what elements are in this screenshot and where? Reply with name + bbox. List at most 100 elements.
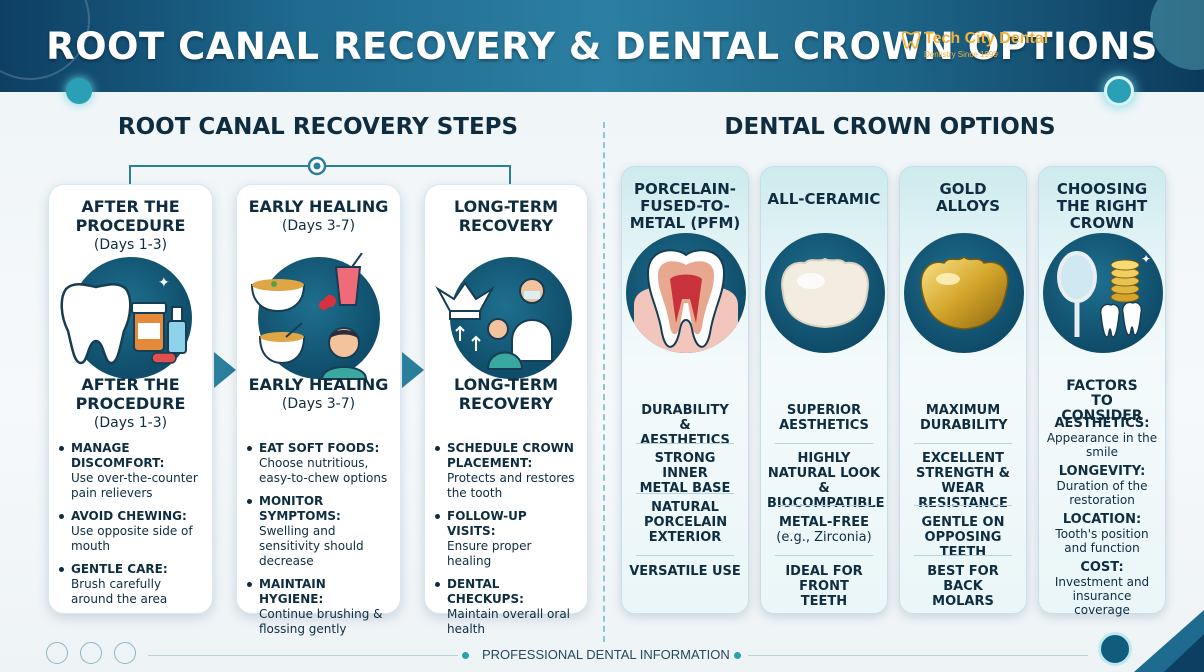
card-heading: AFTER THE PROCEDURE: [75, 197, 186, 235]
crown-card-gold: GOLD ALLOYS MAXIMUM DURABILITY EXCELLENT…: [899, 166, 1027, 614]
svg-text:✦: ✦: [1141, 252, 1151, 266]
card-subheading: AFTER THE PROCEDURE: [75, 375, 186, 413]
footer-corner-circle: [1098, 632, 1132, 666]
feature-divider: [636, 555, 734, 556]
step-arrow: [402, 352, 424, 388]
feature-divider: [914, 505, 1012, 506]
header-dot-left: [66, 78, 92, 104]
footer-dot: [734, 652, 741, 659]
crown-feature: SUPERIOR AESTHETICS: [779, 403, 869, 433]
footer-rule: [148, 655, 458, 656]
crown-feature-note: (e.g., Zirconia): [776, 530, 872, 545]
recovery-list: EAT SOFT FOODS:Choose nutritious, easy-t…: [247, 441, 392, 645]
feature-divider: [775, 505, 873, 506]
step-arrow: [214, 352, 236, 388]
clinic-logo: Tech City Dental Dentistry Since 1999: [902, 30, 1048, 59]
tooth-icon: [60, 283, 131, 365]
timeline-connector: [129, 156, 511, 188]
crown-feature: EXCELLENT STRENGTH & WEAR RESISTANCE: [915, 451, 1011, 511]
svg-text:✦: ✦: [158, 274, 170, 290]
corner-decoration: [1134, 610, 1204, 672]
choosing-illustration: ✦: [1043, 233, 1163, 353]
procedure-illustration: ✦: [60, 257, 192, 379]
crown-feature: VERSATILE USE: [629, 564, 741, 579]
factor-item: COST:Investment and insurance coverage: [1054, 560, 1150, 618]
page-title: ROOT CANAL RECOVERY & DENTAL CROWN OPTIO…: [46, 24, 1158, 68]
card-heading: EARLY HEALING: [248, 197, 389, 216]
factors-title: FACTORS TO CONSIDER: [1061, 378, 1143, 424]
crown-feature-title: METAL-FREE: [778, 515, 870, 530]
card-subdays: (Days 1-3): [93, 415, 168, 431]
card-subdays: (Days 3-7): [281, 396, 356, 412]
list-item: MAINTAIN HYGIENE:Continue brushing & flo…: [247, 577, 392, 637]
crowns-section-title: DENTAL CROWN OPTIONS: [724, 114, 1056, 140]
header-decoration: [0, 0, 90, 80]
footer-icon: [114, 642, 136, 664]
feature-divider: [775, 555, 873, 556]
footer-dot: [462, 652, 469, 659]
crown-icon: [435, 281, 495, 312]
coins-icon: [1110, 259, 1140, 303]
list-item: GENTLE CARE:Brush carefully around the a…: [59, 562, 204, 607]
list-item: DENTAL CHECKUPS:Maintain overall oral he…: [435, 577, 579, 637]
crown-feature: METAL-FREE (e.g., Zirconia): [761, 515, 887, 545]
card-heading: LONG-TERM RECOVERY: [453, 197, 559, 235]
healing-illustration: [250, 253, 380, 380]
list-item: AVOID CHEWING:Use opposite side of mouth: [59, 509, 204, 554]
gold-crown-illustration: [904, 233, 1024, 353]
crown-feature: GENTLE ON OPPOSING TEETH: [921, 515, 1005, 560]
recovery-card-early-healing: EARLY HEALING (Days 3-7) EARLY HEALING (…: [236, 184, 401, 636]
footer-icon: [46, 642, 68, 664]
header-decoration: [1150, 0, 1204, 70]
crown-card-all-ceramic: ALL-CERAMIC SUPERIOR AESTHETICS HIGHLY N…: [760, 166, 888, 614]
recovery-card-long-term: LONG-TERM RECOVERY LONG-TERM RECOVERY SC…: [424, 184, 588, 636]
crown-feature: STRONG INNER METAL BASE: [639, 451, 731, 496]
header-banner: ROOT CANAL RECOVERY & DENTAL CROWN OPTIO…: [0, 0, 1204, 92]
tooth-logo-icon: [902, 31, 920, 49]
ceramic-crown-illustration: [765, 233, 885, 353]
factor-item: LONGEVITY:Duration of the restoration: [1056, 464, 1148, 508]
list-item: FOLLOW-UP VISITS:Ensure proper healing: [435, 509, 579, 569]
ceramic-crown-icon: [781, 257, 869, 329]
list-item: EAT SOFT FOODS:Choose nutritious, easy-t…: [247, 441, 392, 486]
card-days: (Days 1-3): [93, 237, 168, 253]
logo-name: Tech City Dental: [924, 30, 1049, 47]
feature-divider: [914, 443, 1012, 444]
long-term-illustration: [435, 257, 572, 379]
feature-divider: [775, 443, 873, 444]
crown-feature: HIGHLY NATURAL LOOK & BIOCOMPATIBLE: [767, 451, 885, 511]
logo-tagline: Dentistry Since 1999: [924, 50, 998, 59]
magnifier-mirror-icon: [1057, 251, 1097, 303]
recovery-list: SCHEDULE CROWN PLACEMENT:Protects and re…: [435, 441, 579, 645]
recovery-section-title: ROOT CANAL RECOVERY STEPS: [117, 114, 519, 140]
factor-item: LOCATION:Tooth's position and function: [1055, 512, 1149, 556]
crown-feature: BEST FOR BACK MOLARS: [927, 564, 999, 609]
footer-icon: [80, 642, 102, 664]
footer-rule: [748, 655, 1088, 656]
card-subheading: LONG-TERM RECOVERY: [453, 375, 559, 413]
section-divider: [603, 122, 605, 642]
crown-card-choosing: CHOOSING THE RIGHT CROWN ✦ FACTORS TO CO…: [1038, 166, 1166, 618]
card-subheading: EARLY HEALING: [248, 375, 389, 394]
crown-name: GOLD ALLOYS: [936, 180, 1001, 215]
crown-feature: DURABILITY & AESTHETICS: [640, 403, 730, 448]
smoothie-icon: [334, 266, 361, 306]
factor-item: AESTHETICS:Appearance in the smile: [1046, 416, 1158, 460]
soup-bowl-icon: [250, 284, 305, 313]
list-item: SCHEDULE CROWN PLACEMENT:Protects and re…: [435, 441, 579, 501]
crown-feature: IDEAL FOR FRONT TEETH: [785, 564, 863, 609]
recovery-list: MANAGE DISCOMFORT:Use over-the-counter p…: [59, 441, 204, 615]
crown-feature: MAXIMUM DURABILITY: [920, 403, 1008, 433]
card-days: (Days 3-7): [281, 218, 356, 234]
list-item: MONITOR SYMPTOMS:Swelling and sensitivit…: [247, 494, 392, 569]
crown-feature: NATURAL PORCELAIN EXTERIOR: [644, 500, 728, 545]
gold-crown-icon: [920, 255, 1009, 330]
crown-name: PORCELAIN-FUSED-TO-METAL (PFM): [629, 180, 741, 232]
feature-divider: [636, 493, 734, 494]
list-item: MANAGE DISCOMFORT:Use over-the-counter p…: [59, 441, 204, 501]
feature-divider: [636, 443, 734, 444]
footer-text: PROFESSIONAL DENTAL INFORMATION: [482, 647, 730, 662]
feature-divider: [914, 555, 1012, 556]
crown-name: CHOOSING THE RIGHT CROWN: [1056, 180, 1148, 232]
recovery-card-after-procedure: AFTER THE PROCEDURE (Days 1-3) ✦ AFTER T…: [48, 184, 213, 614]
